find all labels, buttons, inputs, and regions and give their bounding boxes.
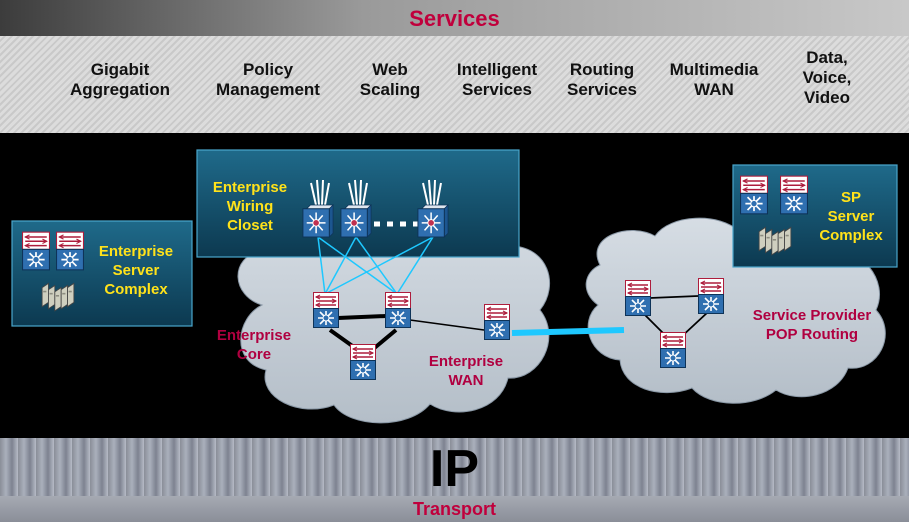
services-band: Services Gigabit Aggregation Policy Mana… <box>0 0 909 133</box>
service-policy-management: Policy Management <box>216 60 320 99</box>
service-routing-services: Routing Services <box>567 60 637 99</box>
sp-server-switch-2 <box>780 175 808 215</box>
wiring-closet-antennas <box>310 179 442 206</box>
core-switch-right <box>385 292 411 328</box>
transport-strip <box>0 496 909 522</box>
label-enterprise-core: Enterprise Core <box>216 327 292 363</box>
access-switch-1 <box>302 204 334 238</box>
sp-server-switch-1 <box>740 175 768 215</box>
service-multimedia-wan: Multimedia WAN <box>669 60 759 99</box>
ip-label: IP <box>429 440 480 498</box>
provider-interconnect <box>511 327 625 336</box>
label-enterprise-wiring-closet: Enterprise Wiring Closet <box>212 179 288 234</box>
access-switch-2 <box>340 204 372 238</box>
pop-router-bottom <box>660 332 686 368</box>
service-gigabit-aggregation: Gigabit Aggregation <box>69 60 171 99</box>
enterprise-server-switch-1 <box>22 231 50 271</box>
transport-label: Transport <box>412 499 496 519</box>
wan-router <box>484 304 510 340</box>
ip-transport-band: IP Transport <box>0 438 909 522</box>
service-intelligent-services: Intelligent Services <box>456 60 538 99</box>
access-uplinks <box>317 236 434 295</box>
label-enterprise-wan: Enterprise WAN <box>428 353 504 389</box>
services-header <box>0 0 909 36</box>
core-switch-left <box>313 292 339 328</box>
service-data-voice-video: Data, Voice, Video <box>802 48 852 107</box>
service-web-scaling: Web Scaling <box>359 60 421 99</box>
pop-router-right <box>698 278 724 314</box>
services-title: Services <box>409 6 500 31</box>
access-switch-3 <box>417 204 449 238</box>
core-switch-bottom <box>350 344 376 380</box>
pop-router-left <box>625 280 651 316</box>
label-sp-server-complex: SP Server Complex <box>819 189 883 244</box>
label-service-provider-pop-routing: Service Provider POP Routing <box>752 307 872 343</box>
label-enterprise-server-complex: Enterprise Server Complex <box>98 243 174 298</box>
wan-link <box>409 319 485 331</box>
